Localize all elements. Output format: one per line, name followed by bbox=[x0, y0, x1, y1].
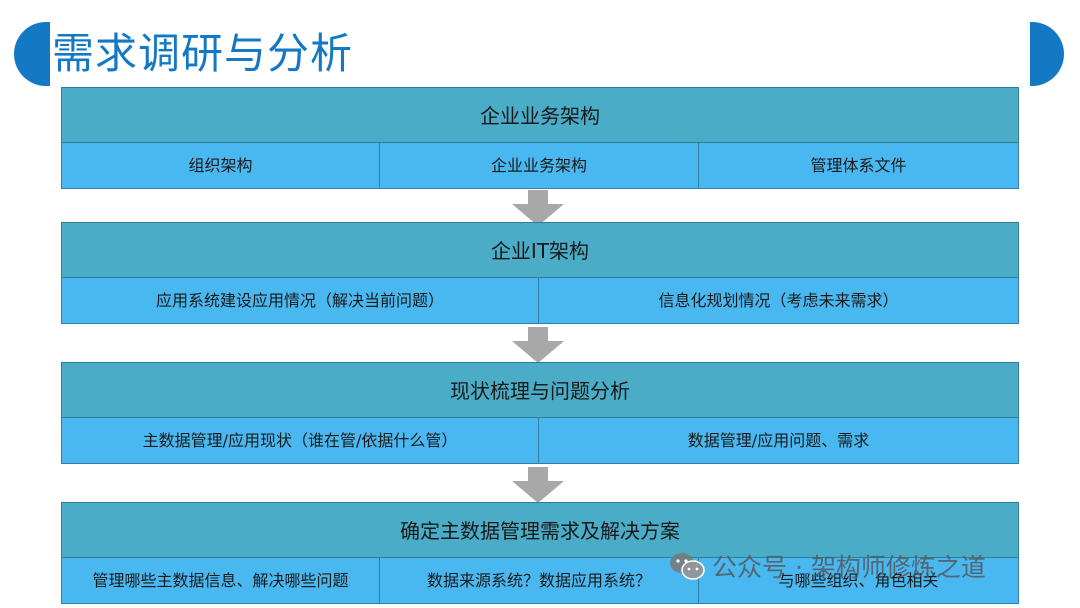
block-cell: 管理体系文件 bbox=[699, 143, 1019, 189]
block-business-architecture: 企业业务架构 组织架构 企业业务架构 管理体系文件 bbox=[61, 87, 1019, 189]
wechat-icon bbox=[670, 553, 705, 580]
block-header: 现状梳理与问题分析 bbox=[61, 362, 1019, 418]
block-header: 确定主数据管理需求及解决方案 bbox=[61, 502, 1019, 558]
block-cells: 管理哪些主数据信息、解决哪些问题 数据来源系统？数据应用系统？ 与哪些组织、角色… bbox=[61, 558, 1019, 604]
down-arrow-icon bbox=[512, 327, 564, 363]
block-header: 企业业务架构 bbox=[61, 87, 1019, 143]
title-accent-right bbox=[1030, 22, 1064, 86]
block-current-analysis: 现状梳理与问题分析 主数据管理/应用现状（谁在管/依据什么管） 数据管理/应用问… bbox=[61, 362, 1019, 464]
block-cells: 组织架构 企业业务架构 管理体系文件 bbox=[61, 143, 1019, 189]
block-cell: 企业业务架构 bbox=[380, 143, 699, 189]
block-cell: 应用系统建设应用情况（解决当前问题） bbox=[61, 278, 539, 324]
down-arrow-icon bbox=[512, 190, 564, 226]
block-solution: 确定主数据管理需求及解决方案 管理哪些主数据信息、解决哪些问题 数据来源系统？数… bbox=[61, 502, 1019, 604]
block-cell: 数据来源系统？数据应用系统？ bbox=[380, 558, 699, 604]
block-cell: 信息化规划情况（考虑未来需求） bbox=[539, 278, 1019, 324]
block-cell: 管理哪些主数据信息、解决哪些问题 bbox=[61, 558, 380, 604]
block-cell: 组织架构 bbox=[61, 143, 380, 189]
title-accent-left bbox=[14, 22, 50, 86]
page-title: 需求调研与分析 bbox=[52, 29, 354, 78]
block-cell: 数据管理/应用问题、需求 bbox=[539, 418, 1019, 464]
block-header: 企业IT架构 bbox=[61, 222, 1019, 278]
block-cells: 主数据管理/应用现状（谁在管/依据什么管） 数据管理/应用问题、需求 bbox=[61, 418, 1019, 464]
down-arrow-icon bbox=[512, 467, 564, 503]
block-it-architecture: 企业IT架构 应用系统建设应用情况（解决当前问题） 信息化规划情况（考虑未来需求… bbox=[61, 222, 1019, 324]
watermark: 公众号 · 架构师修炼之道 bbox=[668, 546, 986, 586]
watermark-text: 公众号 · 架构师修炼之道 bbox=[712, 553, 986, 582]
block-cell: 与哪些组织、角色相关 bbox=[699, 558, 1019, 604]
block-cells: 应用系统建设应用情况（解决当前问题） 信息化规划情况（考虑未来需求） bbox=[61, 278, 1019, 324]
block-cell: 主数据管理/应用现状（谁在管/依据什么管） bbox=[61, 418, 539, 464]
